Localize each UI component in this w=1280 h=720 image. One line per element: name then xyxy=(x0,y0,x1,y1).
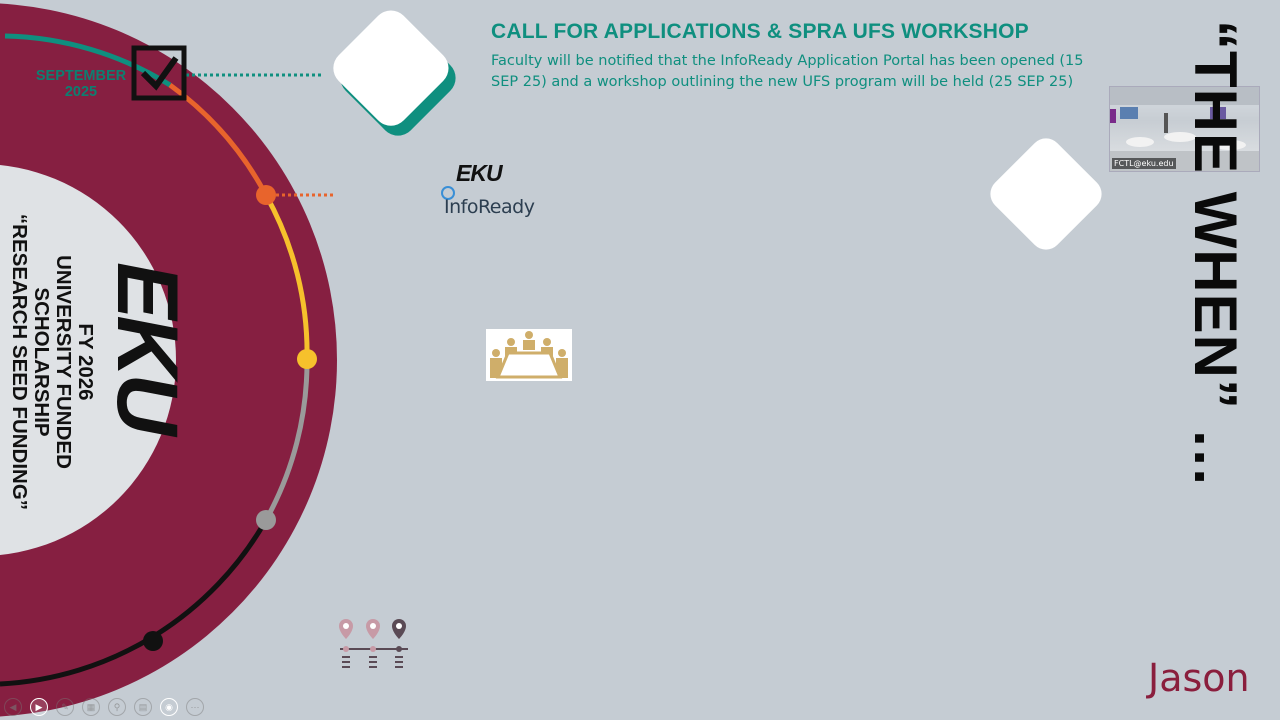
timeline-node-gold xyxy=(297,349,317,369)
slide-description: Faculty will be notified that the InfoRe… xyxy=(491,53,1084,90)
zoom-button[interactable]: ⚲ xyxy=(108,698,126,716)
presenter-name: Jason xyxy=(1148,656,1250,700)
timeline-node-gray xyxy=(256,510,276,530)
checkbox xyxy=(131,45,187,101)
program-line-3: “RESEARCH SEED FUNDING” xyxy=(8,213,31,511)
timeline-node-black xyxy=(143,631,163,651)
timeline-month-label: SEPTEMBER 2025 xyxy=(26,68,136,100)
heading-the-when: “THE WHEN” xyxy=(1182,20,1249,410)
slide-title: CALL FOR APPLICATIONS & SPRA UFS WORKSHO… xyxy=(491,20,1029,43)
checkmark-icon xyxy=(140,56,179,91)
subtitles-button[interactable]: ▤ xyxy=(134,698,152,716)
slides-grid-button[interactable]: ▦ xyxy=(82,698,100,716)
infoready-logo-text: InfoReady xyxy=(444,196,535,218)
more-options-button[interactable]: ⋯ xyxy=(186,698,204,716)
webcam-label: FCTL@eku.edu xyxy=(1112,158,1176,169)
presentation-toolbar: ◀ ▶ ✎ ▦ ⚲ ▤ ◉ ⋯ xyxy=(4,698,204,716)
timeline-node-orange xyxy=(256,185,276,205)
eku-logo-large: EKU xyxy=(99,262,195,432)
infoready-logo-icon xyxy=(441,186,455,200)
fiscal-year: FY 2026 xyxy=(74,323,97,401)
timeline-segment-gold xyxy=(263,193,310,361)
year-text: 2025 xyxy=(64,84,98,100)
camera-toggle-button[interactable]: ◉ xyxy=(160,698,178,716)
program-title: FY 2026 UNIVERSITY FUNDED SCHOLARSHIP “R… xyxy=(8,192,97,532)
inner-disc xyxy=(0,165,176,555)
rotated-branding-block: EKU FY 2026 UNIVERSITY FUNDED SCHOLARSHI… xyxy=(0,178,260,538)
next-slide-button[interactable]: ▶ xyxy=(30,698,48,716)
timeline-arc-graphic xyxy=(0,3,456,717)
timeline-segment-teal xyxy=(4,33,172,88)
diamond-shape-right xyxy=(990,138,1102,250)
timeline-segment-gray xyxy=(263,359,310,522)
pen-tool-button[interactable]: ✎ xyxy=(56,698,74,716)
program-line-1: UNIVERSITY FUNDED xyxy=(52,255,75,469)
diamond-shape-top xyxy=(333,10,456,136)
location-pins-icon xyxy=(339,619,408,668)
previous-slide-button[interactable]: ◀ xyxy=(4,698,22,716)
program-line-2: SCHOLARSHIP xyxy=(30,287,53,437)
month-text: SEPTEMBER xyxy=(35,68,127,84)
meeting-table-icon xyxy=(486,329,572,381)
vertical-heading: “THE WHEN” … xyxy=(1170,20,1260,510)
heading-ellipsis: … xyxy=(1182,427,1249,489)
eku-logo-small: EKU xyxy=(456,160,503,186)
presenter-webcam-thumbnail[interactable]: FCTL@eku.edu xyxy=(1109,86,1260,172)
